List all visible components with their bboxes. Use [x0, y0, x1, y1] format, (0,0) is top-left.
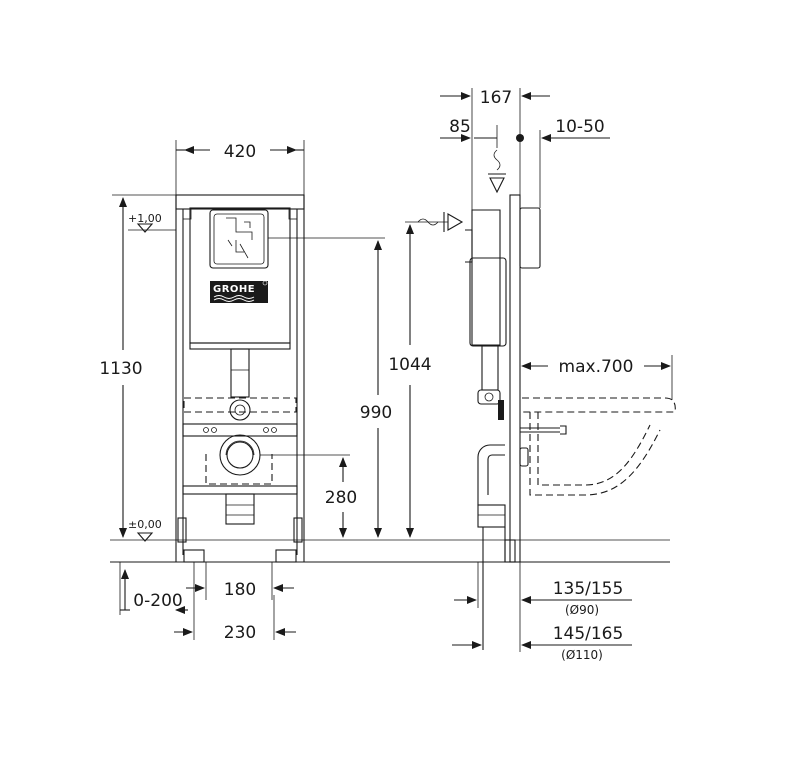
- dim-85: 85: [440, 117, 498, 148]
- dim-1044: 1044: [388, 221, 448, 538]
- side-view-frame: [465, 194, 567, 650]
- logo-text: GROHE: [213, 284, 255, 295]
- water-inlet-top: [488, 149, 506, 194]
- dim-135-155-label: 135/155: [553, 579, 624, 599]
- level-top-label: +1,00: [128, 212, 162, 225]
- dim-280: 280: [260, 454, 357, 538]
- dim-145-165-label: 145/165: [553, 624, 624, 644]
- level-zero-marker: ±0,00: [128, 518, 162, 542]
- dim-420: 420: [175, 140, 305, 195]
- dim-10-50-label: 10-50: [555, 117, 604, 137]
- dim-1130: 1130: [99, 194, 176, 538]
- dim-135-155-sub: (Ø90): [565, 603, 599, 617]
- dim-0-200: 0-200: [119, 562, 188, 615]
- dim-max-700-label: max.700: [559, 357, 634, 377]
- dim-230-label: 230: [224, 623, 256, 643]
- dashed-toilet-bowl: [522, 397, 676, 496]
- dim-280-label: 280: [325, 488, 357, 508]
- dim-420-label: 420: [224, 142, 256, 162]
- dim-990: 990: [268, 237, 392, 538]
- dim-0-200-label: 0-200: [133, 591, 182, 611]
- front-view-frame: GROHE: [175, 194, 305, 563]
- dim-145-165: 145/165 (Ø110): [452, 608, 632, 662]
- dim-230: 230: [174, 562, 296, 643]
- dim-1044-label: 1044: [388, 355, 431, 375]
- grohe-logo: GROHE: [210, 280, 268, 303]
- dim-990-label: 990: [360, 403, 392, 423]
- dim-167: 167: [440, 88, 550, 210]
- dim-10-50: 10-50: [516, 117, 610, 208]
- dim-180-label: 180: [224, 580, 256, 600]
- level-zero-label: ±0,00: [128, 518, 162, 531]
- dim-167-label: 167: [480, 88, 512, 108]
- floor-lines: [110, 539, 670, 563]
- dim-135-155: 135/155 (Ø90): [454, 562, 632, 617]
- dim-85-label: 85: [449, 117, 471, 137]
- dim-max-700: max.700: [521, 355, 673, 400]
- dim-145-165-sub: (Ø110): [561, 648, 603, 662]
- level-top-marker: +1,00: [128, 212, 176, 233]
- dim-1130-label: 1130: [99, 359, 142, 379]
- dim-180: 180: [186, 562, 294, 600]
